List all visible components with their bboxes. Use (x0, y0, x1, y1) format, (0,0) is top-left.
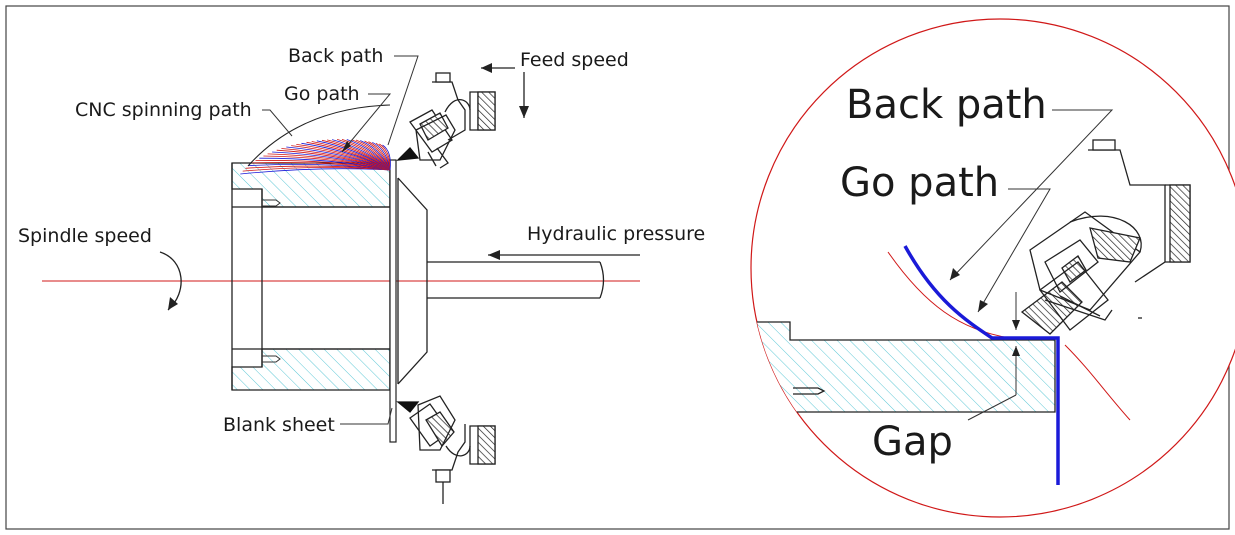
label-spindle-speed: Spindle speed (18, 225, 152, 247)
cnc-path-leader (262, 109, 293, 137)
mandrel-lower-section (231, 348, 391, 391)
go-path-leader (341, 93, 392, 153)
detail-go-path-leader (977, 188, 1051, 313)
detail-view (750, 18, 1235, 518)
tailstock-pad (397, 177, 428, 385)
mandrel-bolt-lower (262, 355, 281, 363)
hydraulic-ram (427, 261, 600, 299)
detail-blank-sheet (903, 245, 1060, 485)
label-hydraulic-pressure: Hydraulic pressure (527, 223, 705, 245)
blank-sheet-plate (389, 159, 397, 443)
detail-label-back-path: Back path (846, 82, 1047, 128)
gap-marker (967, 292, 1020, 421)
label-back-path: Back path (288, 45, 383, 67)
spinning-path-stroke (382, 144, 391, 171)
label-cnc-spinning-path: CNC spinning path (75, 99, 252, 121)
spinning-path-envelope (247, 104, 391, 167)
label-feed-speed: Feed speed (520, 49, 629, 71)
mandrel-bolt-upper (262, 199, 281, 207)
detail-mandrel (751, 321, 1056, 413)
detail-roller-assembly (1020, 139, 1191, 335)
spinning-path-fan (240, 139, 391, 175)
label-blank-sheet: Blank sheet (223, 414, 335, 436)
detail-label-go-path: Go path (840, 160, 999, 206)
label-go-path: Go path (284, 83, 360, 105)
upper-roller-assembly (396, 72, 496, 169)
mandrel-outline (231, 163, 391, 390)
back-path-leader (387, 55, 419, 146)
blank-sheet-leader (340, 407, 393, 425)
detail-back-path-leader (949, 109, 1114, 281)
lower-roller-assembly (396, 395, 496, 504)
detail-label-gap: Gap (872, 419, 953, 465)
main-assembly-drawing (42, 55, 640, 504)
detail-red-trajectory (887, 251, 1011, 339)
